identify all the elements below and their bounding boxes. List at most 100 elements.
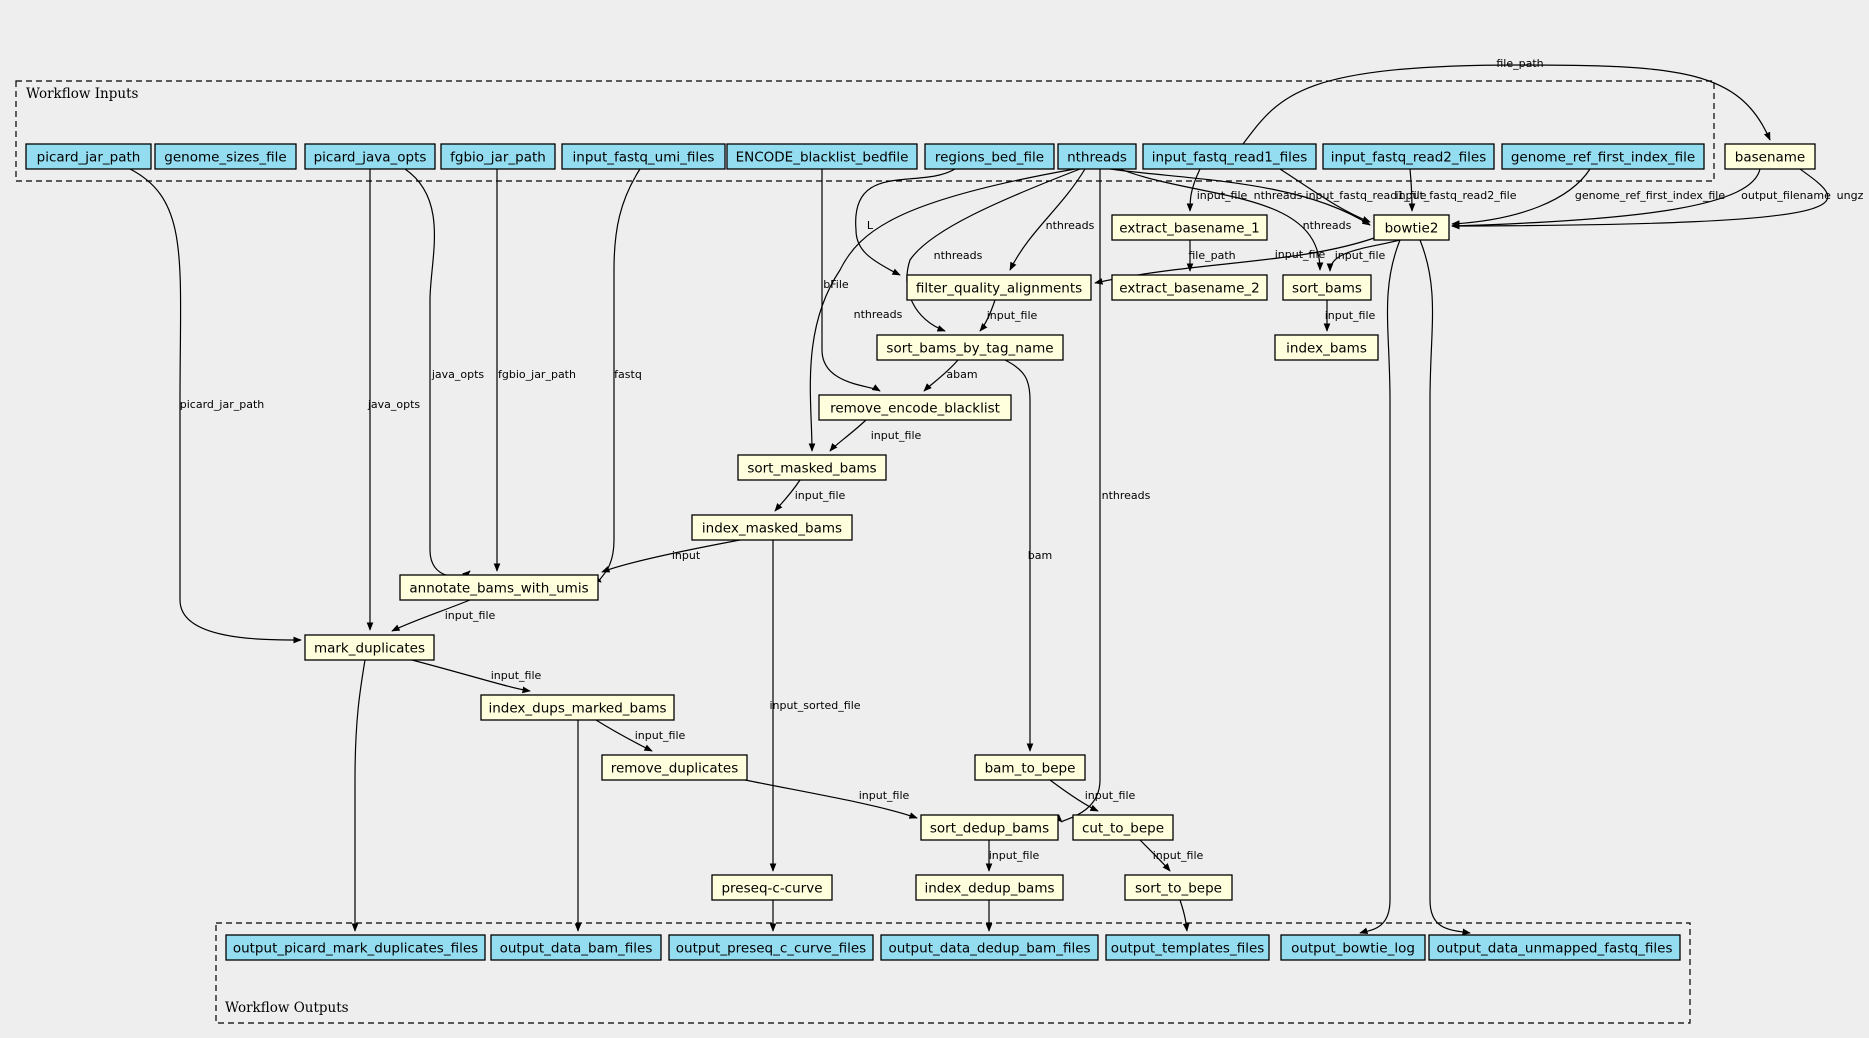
node-output-preseq-c-curve-files: output_preseq_c_curve_files [668,934,874,961]
edge-mark_duplicates-to-index_dups_marked_bams: input_file [411,659,542,694]
node-label: bowtie2 [1385,221,1439,237]
node-encode-blacklist: ENCODE_blacklist_bedfile [726,143,918,170]
edge-picard_jar_path-to-mark_duplicates: picard_jar_path [129,168,302,644]
edge-index_masked_bams-to-annotate_bams_with_umis: input [601,539,741,573]
node-box [304,143,436,170]
node-label: fgbio_jar_path [450,150,546,166]
node-box [906,274,1092,301]
edge-index_dups_marked_bams-to-remove_duplicates: input_file [595,719,686,752]
edge-input_fastq_read1_files-to-extract_basename_1: input_file [1186,168,1248,212]
workflow-inputs-label: Workflow Inputs [26,86,138,102]
node-label: ENCODE_blacklist_bedfile [736,150,909,166]
node-output-data-dedup-bam-files: output_data_dedup_bam_files [880,934,1099,961]
edge-annotate_bams_with_umis-to-mark_duplicates: input_file [391,599,495,632]
edge-input_fastq_read1_files-to-basename: file_path [1242,57,1771,145]
node-preseq-c-curve: preseq-c-curve [711,874,833,901]
node-box [711,874,833,901]
edge-mark_duplicates-to-output_picard_mark_duplicates_files [351,659,366,932]
node-filter-quality-alignments: filter_quality_alignments [906,274,1092,301]
edge-line [1179,899,1190,932]
edge-label: input_file [491,669,542,682]
edge-input_fastq_umi_files-to-annotate_bams_with_umis: fastq [592,168,642,583]
node-input-fastq-umi-files: input_fastq_umi_files [561,143,726,170]
node-label: index_dedup_bams [924,881,1054,897]
node-index-bams: index_bams [1274,334,1379,361]
edge-label: input_fastq_read2_file [1396,189,1517,202]
node-label: genome_ref_first_index_file [1511,150,1695,166]
edge-nthreads-to-sort_bams_by_tag_name: nthreads [906,168,1081,332]
edge-sort_to_bepe-to-output_templates_files [1179,899,1190,932]
node-sort-dedup-bams: sort_dedup_bams [920,814,1059,841]
edge-line [391,599,471,632]
node-label: remove_duplicates [611,761,739,777]
node-label: index_dups_marked_bams [488,701,666,717]
edge-label: input_file [1085,789,1136,802]
edge-line [855,168,956,276]
edge-label: nthreads [934,249,983,262]
edge-label: java_opts [431,368,485,381]
node-label: picard_java_opts [314,150,427,166]
node-box [1111,274,1268,301]
edge-label: input_fastq_read1_file [1306,189,1427,202]
edge-bowtie2-to-sort_bams: input_file [1326,239,1401,272]
node-label: output_data_unmapped_fastq_files [1437,941,1673,957]
node-box [691,514,853,541]
edge-label: input_file [1325,309,1376,322]
node-box [490,934,662,961]
node-label: basename [1735,150,1805,166]
node-box [1111,214,1268,241]
edge-line [1326,239,1401,272]
edge-label: fgbio_jar_path [498,368,576,381]
node-box [1282,274,1372,301]
edge-line [1186,168,1201,212]
node-box [876,334,1064,361]
node-label: index_masked_bams [702,521,842,537]
edge-label: bam [1028,549,1052,562]
node-label: output_preseq_c_curve_files [676,941,866,957]
node-box [737,454,887,481]
edge-input_fastq_read1_files-to-bowtie2: input_fastq_read1_file [1279,168,1427,223]
node-box [1057,143,1137,170]
edge-label: java_opts [367,398,421,411]
edge-sort_masked_bams-to-index_masked_bams: input_file [774,479,846,512]
edge-label: fastq [614,368,642,381]
node-label: extract_basename_1 [1119,221,1259,237]
edge-nthreads-to-sort_dedup_bams: nthreads [1054,169,1151,823]
edge-line [1119,168,1324,271]
edge-label: input_file [795,489,846,502]
edge-line [595,719,653,752]
edge-label: nthreads [1046,219,1095,232]
node-box [561,143,726,170]
edge-nthreads-to-sort_masked_bams: nthreads [808,168,1076,452]
edge-label: input_file [1197,189,1248,202]
node-box [1428,934,1681,961]
edge-label: input_file [1275,248,1326,261]
node-sort-masked-bams: sort_masked_bams [737,454,887,481]
edge-label: nthreads [1303,219,1352,232]
node-box [304,634,435,661]
edge-filter_quality_alignments-to-sort_bams_by_tag_name: input_file [979,299,1037,332]
edge-label: input_file [859,789,910,802]
node-label: extract_basename_2 [1119,281,1259,297]
edge-label: nthreads [854,308,903,321]
edge-line [1451,168,1761,230]
node-label: output_data_bam_files [500,941,653,957]
node-remove-encode-blacklist: remove_encode_blacklist [818,394,1012,421]
node-box [818,394,1012,421]
edge-sort_dedup_bams-to-index_dedup_bams: input_file [985,840,1039,872]
edge-label: input [672,549,701,562]
edge-line [601,539,741,573]
edge-label: input_file [635,729,686,742]
node-label: output_data_dedup_bam_files [888,941,1090,957]
node-fgbio-jar-path: fgbio_jar_path [440,143,556,170]
node-label: regions_bed_file [935,150,1044,166]
edge-line [1279,168,1371,223]
edge-line [821,169,881,392]
node-label: bam_to_bepe [985,761,1076,777]
edge-line [808,168,1076,452]
edge-line [744,779,918,819]
node-output-picard-mark-duplicates-files: output_picard_mark_duplicates_files [225,934,486,961]
node-label: sort_dedup_bams [930,821,1049,837]
node-output-templates-files: output_templates_files [1105,934,1270,961]
node-basename: basename [1724,143,1816,170]
